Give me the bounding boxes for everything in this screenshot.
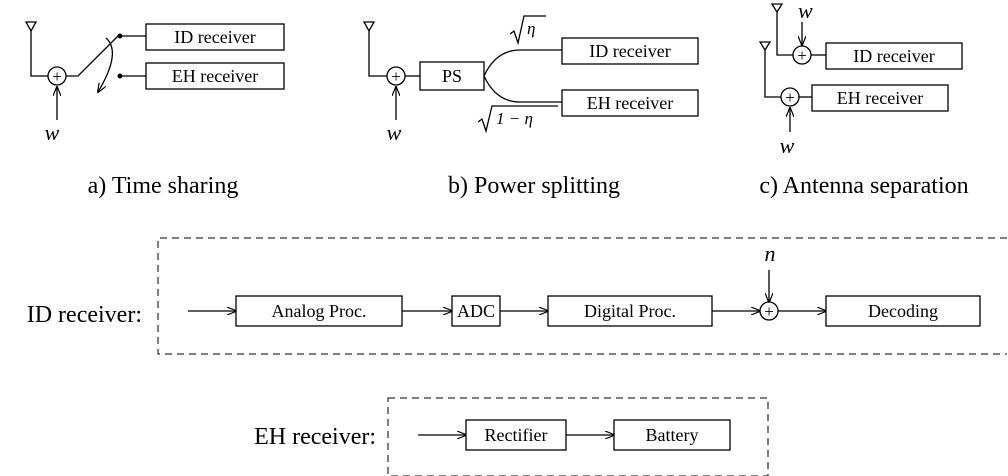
- id-block-adc: [451, 295, 501, 327]
- switch-rotation-arrow: [98, 37, 114, 92]
- id-block-analog: [235, 295, 403, 327]
- caption-antenna-separation: c) Antenna separation: [759, 173, 968, 199]
- ps-label: PS: [442, 66, 462, 86]
- id-receiver-box: [145, 23, 285, 51]
- ps-box: [419, 61, 485, 91]
- sqrt-eta-text: η: [527, 19, 535, 38]
- eh-receiver-chain: EH receiver: Rectifier Battery: [254, 397, 769, 476]
- caption-power-splitting: b) Power splitting: [448, 173, 620, 199]
- adder-symbol-top: +: [797, 46, 807, 65]
- eh-block-battery: [613, 419, 731, 451]
- sqrt-one-minus-eta-text: 1 − η: [496, 109, 533, 128]
- id-receiver-chain: ID receiver: Analog Proc. ADC Digital Pr…: [27, 237, 1007, 355]
- eh-receiver-box: [561, 89, 699, 117]
- time-sharing-diagram: + w ID receiver EH receiver a) Time shar…: [24, 21, 285, 199]
- id-block-analog-label: Analog Proc.: [272, 301, 367, 321]
- ps-branch-id: [483, 49, 562, 77]
- id-chain-frame: [157, 237, 1007, 355]
- noise-w-bottom: w: [780, 133, 795, 158]
- eh-receiver-label: EH receiver: [837, 88, 923, 108]
- ps-branch-eh: [483, 75, 562, 103]
- eh-receiver-box: [145, 62, 285, 90]
- adder-symbol: +: [52, 67, 62, 86]
- eh-receiver-box: [811, 84, 949, 112]
- id-adder-symbol: +: [764, 302, 774, 321]
- antenna-icon: [362, 21, 387, 77]
- eh-chain-frame: [387, 397, 769, 476]
- eh-block-rectifier: [465, 419, 567, 451]
- caption-time-sharing: a) Time sharing: [88, 173, 239, 199]
- antenna-icon-bottom: [758, 41, 781, 98]
- eh-chain-label: EH receiver:: [254, 424, 376, 450]
- eh-block-rectifier-label: Rectifier: [485, 425, 548, 445]
- id-receiver-box: [561, 37, 699, 65]
- power-splitting-diagram: + w PS η 1 − η ID receiver EH receiver b…: [362, 15, 699, 199]
- noise-w: w: [45, 120, 60, 145]
- antenna-icon: [24, 21, 48, 77]
- id-block-digital-label: Digital Proc.: [584, 301, 676, 321]
- antenna-icon-top: [770, 3, 793, 56]
- id-receiver-label: ID receiver: [853, 46, 934, 66]
- noise-n: n: [765, 241, 776, 266]
- id-receiver-box: [825, 42, 963, 70]
- switch-arm: [66, 35, 119, 77]
- id-block-decoding-label: Decoding: [868, 301, 938, 321]
- eh-receiver-label: EH receiver: [172, 66, 258, 86]
- sqrt-one-minus-eta-label: 1 − η: [477, 105, 558, 134]
- noise-w-top: w: [798, 0, 813, 23]
- id-receiver-label: ID receiver: [589, 41, 670, 61]
- id-block-decoding: [825, 295, 981, 327]
- id-block-digital: [547, 295, 713, 327]
- eh-receiver-label: EH receiver: [587, 93, 673, 113]
- id-block-adc-label: ADC: [457, 301, 495, 321]
- noise-w: w: [387, 120, 402, 145]
- antenna-separation-diagram: w + ID receiver + w EH receiver c) Anten…: [758, 0, 969, 199]
- sqrt-eta-label: η: [509, 15, 546, 46]
- eh-block-battery-label: Battery: [646, 425, 699, 445]
- id-chain-label: ID receiver:: [27, 302, 142, 328]
- id-receiver-label: ID receiver: [174, 27, 255, 47]
- adder-symbol: +: [391, 67, 401, 86]
- adder-symbol-bottom: +: [785, 88, 795, 107]
